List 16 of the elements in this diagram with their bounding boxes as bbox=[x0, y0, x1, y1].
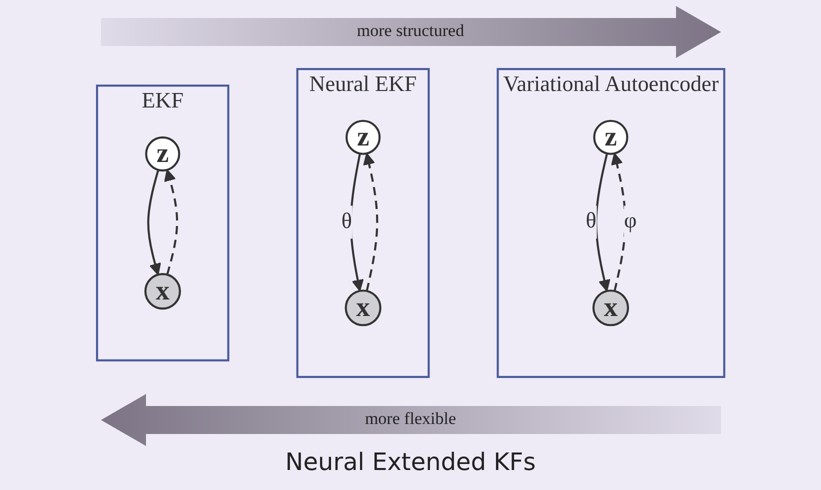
arrow bbox=[147, 170, 161, 276]
edge-label: φ bbox=[624, 210, 637, 234]
edge-label: θ bbox=[341, 210, 352, 234]
node-circle: x bbox=[344, 290, 382, 326]
arrow bbox=[363, 152, 378, 292]
node-circle: z bbox=[345, 120, 380, 155]
node-circle: z bbox=[144, 136, 180, 172]
edge-label: θ bbox=[586, 210, 596, 234]
node-circle: z bbox=[593, 120, 628, 155]
arrow bbox=[164, 169, 178, 275]
arrow-label: more flexible bbox=[364, 409, 458, 429]
caption: Neural Extended KFs bbox=[284, 448, 537, 476]
arrow bbox=[594, 153, 610, 292]
node-circle: x bbox=[592, 290, 629, 326]
arrow-label: more structured bbox=[356, 21, 466, 41]
node-circle: x bbox=[144, 273, 181, 310]
